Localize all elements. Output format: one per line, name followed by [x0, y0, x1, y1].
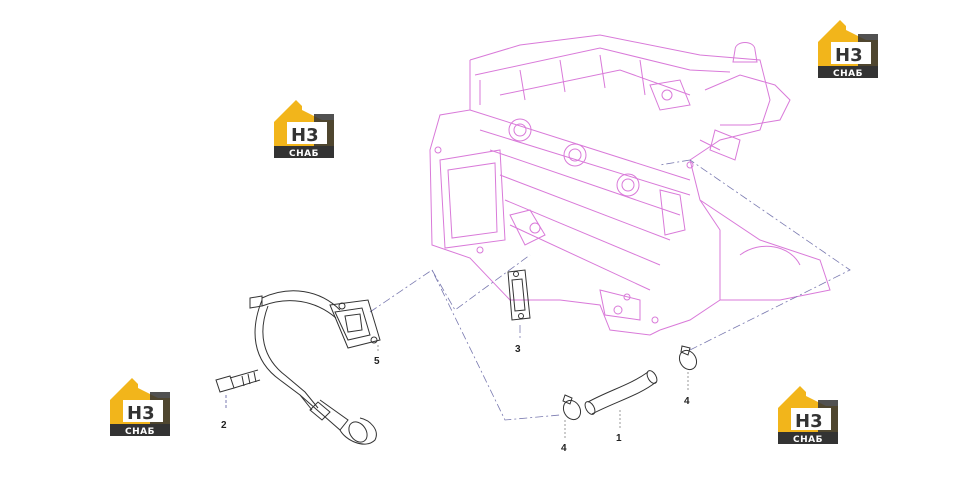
callout-2: 2: [221, 420, 227, 431]
logo-band: [110, 424, 170, 436]
callout-4-left: 4: [561, 443, 567, 454]
clamp-part-4-left: [562, 394, 582, 421]
logo-band: [818, 66, 878, 78]
callout-4-right: 4: [684, 396, 690, 407]
callout-3: 3: [515, 344, 521, 355]
engine-block-outline: [429, 34, 831, 336]
clamp-part-4-right: [678, 345, 698, 371]
logo-inner-panel: [123, 400, 163, 422]
logo-inner-panel: [831, 42, 871, 64]
logo-brand-text: СНАБ: [793, 435, 823, 445]
bolt-part-2: [215, 369, 261, 410]
logo-letters: H3: [291, 125, 319, 146]
logo-brand-text: СНАБ: [833, 69, 863, 79]
logo-letters: H3: [835, 45, 863, 66]
callout-1: 1: [616, 433, 622, 444]
logo-brand-text: СНАБ: [289, 149, 319, 159]
logo-brand-text: СНАБ: [125, 427, 155, 437]
logo-letters: H3: [127, 403, 155, 424]
callout-leaders: [377, 345, 689, 440]
hose-part-1: [584, 370, 658, 415]
logo-inner-panel: [287, 122, 327, 144]
water-pipe-part-5: [249, 290, 381, 445]
logo-band: [778, 432, 838, 444]
logo-inner-panel: [791, 408, 831, 430]
gasket-part-3: [507, 269, 531, 321]
logo-band: [274, 146, 334, 158]
callout-5: 5: [374, 356, 380, 367]
leader-lines: [369, 159, 851, 421]
logo-letters: H3: [795, 411, 823, 432]
